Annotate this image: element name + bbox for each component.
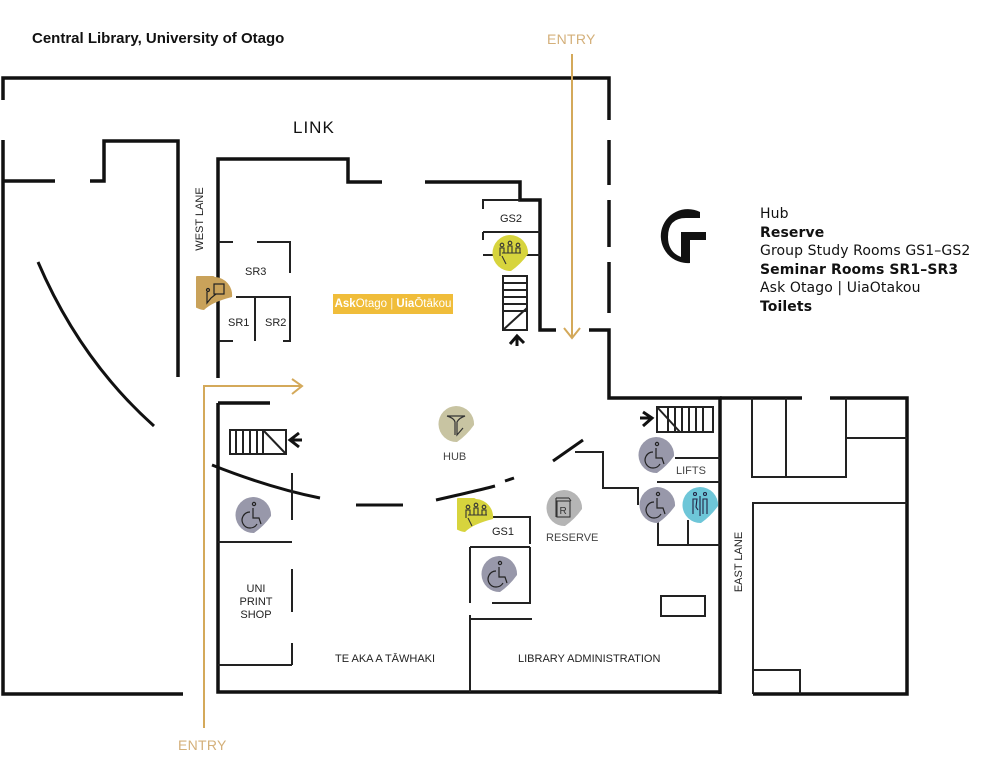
- lifts-label: LIFTS: [676, 465, 706, 477]
- accessible-pin-lifts[interactable]: [637, 436, 675, 474]
- entry-label-top: ENTRY: [547, 31, 596, 47]
- room-label-sr1: SR1: [228, 317, 250, 329]
- otago-text: Otago: [355, 298, 388, 310]
- help-desk-icon: [205, 283, 225, 305]
- group-study-icon: [499, 240, 521, 265]
- group-study-pin-gs2[interactable]: [491, 234, 529, 272]
- entry-label-bottom: ENTRY: [178, 737, 227, 753]
- room-label-sr3: SR3: [245, 266, 267, 278]
- wheelchair-icon: [644, 441, 665, 469]
- accessible-pin-left[interactable]: [234, 496, 272, 534]
- hub-pin[interactable]: [437, 405, 475, 443]
- help-desk-pin[interactable]: [196, 276, 234, 314]
- legend-item-toilets: Toilets: [760, 298, 813, 315]
- west-lane-label: WEST LANE: [194, 187, 206, 251]
- map-title: Central Library, University of Otago: [32, 30, 285, 47]
- legend-item-seminar-rooms: Seminar Rooms SR1–SR3: [760, 261, 959, 278]
- wheelchair-icon: [645, 491, 666, 519]
- uni-print-shop-label: UNI PRINT SHOP: [236, 583, 276, 622]
- ask-otago-badge[interactable]: AskOtago | UiaŌtākou: [333, 294, 453, 314]
- ask-text: Ask: [334, 298, 356, 310]
- legend: Hub Reserve Group Study Rooms GS1–GS2 Se…: [760, 205, 970, 316]
- separator-text: |: [390, 298, 394, 310]
- svg-text:R: R: [560, 506, 567, 517]
- room-label-gs1: GS1: [492, 526, 515, 538]
- legend-item-reserve: Reserve: [760, 224, 825, 241]
- library-admin-label: LIBRARY ADMINISTRATION: [518, 653, 661, 665]
- legend-item-group-study: Group Study Rooms GS1–GS2: [760, 243, 971, 259]
- uia-text: Uia: [396, 298, 415, 310]
- reserve-pin[interactable]: R: [545, 489, 583, 527]
- interior-walls: [218, 199, 907, 694]
- toilets-icon: [692, 491, 708, 516]
- legend-item-ask-otago: Ask Otago | UiaOtakou: [760, 280, 921, 296]
- group-study-pin-gs1[interactable]: [457, 498, 495, 536]
- uni-print-shop-line-3: SHOP: [240, 609, 272, 621]
- group-study-icon: [465, 502, 487, 527]
- wheelchair-icon: [487, 560, 508, 588]
- wheelchair-icon: [241, 501, 262, 529]
- east-lane-label: EAST LANE: [733, 531, 745, 593]
- walls: [1, 76, 909, 696]
- uni-print-shop-line-2: PRINT: [239, 596, 273, 608]
- entry-paths: [203, 54, 581, 728]
- accessible-pin-gs1[interactable]: [480, 555, 518, 593]
- floor-letter-icon: [660, 209, 706, 264]
- room-label-gs2: GS2: [500, 213, 523, 225]
- accessible-pin-toilets[interactable]: [638, 486, 676, 524]
- hub-icon: [446, 415, 466, 437]
- reserve-label: RESERVE: [546, 532, 599, 544]
- te-aka-label: TE AKA A TĀWHAKI: [335, 653, 436, 665]
- otakou-text: Ōtākou: [414, 298, 452, 310]
- toilets-pin[interactable]: [681, 486, 719, 524]
- uni-print-shop-line-1: UNI: [246, 583, 266, 595]
- link-label: LINK: [293, 118, 335, 137]
- reserve-icon: R: [555, 497, 572, 518]
- room-label-sr2: SR2: [265, 317, 287, 329]
- legend-item-hub: Hub: [760, 206, 789, 222]
- hub-label: HUB: [443, 451, 467, 463]
- stair-arrows: [287, 333, 655, 449]
